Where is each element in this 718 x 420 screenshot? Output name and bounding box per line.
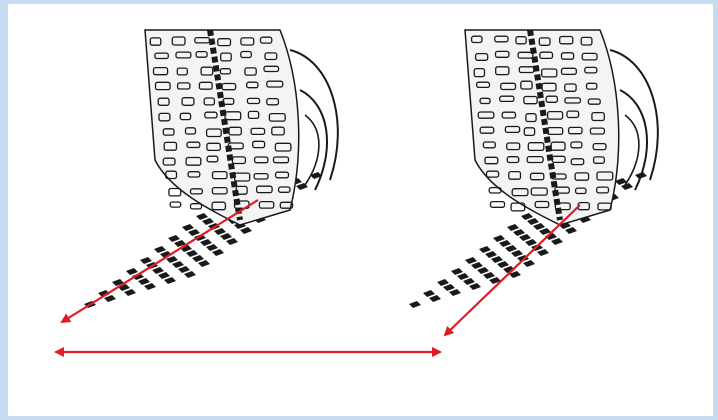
right-imprint-mark bbox=[465, 257, 477, 264]
right-imprint-mark bbox=[449, 289, 461, 296]
left-imprint-mark bbox=[186, 250, 198, 257]
right-imprint-mark bbox=[491, 256, 503, 263]
right-imprint-mark bbox=[457, 273, 469, 280]
right-imprint-mark bbox=[533, 223, 545, 230]
right-imprint-mark bbox=[437, 279, 449, 286]
right-imprint-mark bbox=[493, 235, 505, 242]
right-tire bbox=[409, 30, 658, 308]
left-tread-block bbox=[170, 202, 181, 207]
left-imprint-mark bbox=[172, 261, 184, 268]
right-imprint-mark bbox=[423, 290, 435, 297]
left-imprint-mark bbox=[198, 260, 210, 267]
right-tread-block bbox=[491, 202, 505, 208]
left-imprint-mark bbox=[126, 268, 138, 275]
right-imprint-mark bbox=[505, 245, 517, 252]
left-imprint-mark bbox=[188, 229, 200, 236]
right-diagonal-arrow bbox=[445, 205, 580, 335]
right-imprint-mark bbox=[469, 283, 481, 290]
left-imprint-mark bbox=[178, 266, 190, 273]
right-imprint-mark bbox=[499, 240, 511, 247]
left-tread-block bbox=[169, 189, 181, 196]
right-imprint-mark bbox=[523, 260, 535, 267]
left-diagonal-arrow bbox=[62, 200, 258, 322]
left-imprint-mark bbox=[168, 235, 180, 242]
right-imprint-mark bbox=[511, 250, 523, 257]
left-imprint-mark bbox=[220, 233, 232, 240]
right-imprint-mark bbox=[477, 267, 489, 274]
right-imprint-mark bbox=[409, 301, 421, 308]
left-tire-body bbox=[145, 30, 338, 225]
right-imprint-mark bbox=[451, 268, 463, 275]
right-imprint-mark bbox=[497, 261, 509, 268]
left-imprint-mark bbox=[104, 295, 116, 302]
right-imprint-mark bbox=[507, 224, 519, 231]
left-imprint-mark bbox=[140, 257, 152, 264]
right-imprint-mark bbox=[485, 251, 497, 258]
left-imprint-mark bbox=[206, 244, 218, 251]
left-imprint-mark bbox=[182, 224, 194, 231]
left-imprint-mark bbox=[138, 278, 150, 285]
left-imprint-mark bbox=[184, 271, 196, 278]
left-imprint-mark bbox=[200, 239, 212, 246]
right-imprint-mark bbox=[621, 183, 633, 190]
right-imprint-mark bbox=[551, 238, 563, 245]
left-imprint-mark bbox=[154, 246, 166, 253]
left-imprint-mark bbox=[196, 213, 208, 220]
left-imprint-mark bbox=[202, 218, 214, 225]
left-tread-block bbox=[191, 204, 202, 209]
left-tire bbox=[84, 30, 338, 308]
left-imprint-mark bbox=[226, 238, 238, 245]
right-imprint-mark bbox=[429, 295, 441, 302]
left-imprint-mark bbox=[212, 249, 224, 256]
left-imprint-mark bbox=[214, 228, 226, 235]
right-imprint-mark bbox=[519, 234, 531, 241]
right-imprint-mark bbox=[463, 278, 475, 285]
right-imprint-mark bbox=[471, 262, 483, 269]
right-imprint-mark bbox=[443, 284, 455, 291]
left-imprint-mark bbox=[192, 255, 204, 262]
right-tire-body bbox=[465, 30, 658, 225]
left-imprint-mark bbox=[164, 277, 176, 284]
right-imprint-mark bbox=[527, 218, 539, 225]
right-imprint-mark bbox=[483, 272, 495, 279]
left-imprint-mark bbox=[152, 267, 164, 274]
left-imprint-mark bbox=[144, 283, 156, 290]
right-imprint-mark bbox=[537, 249, 549, 256]
left-imprint-mark bbox=[158, 272, 170, 279]
right-imprint-mark bbox=[525, 239, 537, 246]
left-imprint-mark bbox=[240, 227, 252, 234]
right-imprint-mark bbox=[565, 227, 577, 234]
right-imprint-mark bbox=[513, 229, 525, 236]
left-imprint-mark bbox=[124, 289, 136, 296]
right-imprint-mark bbox=[479, 246, 491, 253]
right-imprint-mark bbox=[521, 213, 533, 220]
